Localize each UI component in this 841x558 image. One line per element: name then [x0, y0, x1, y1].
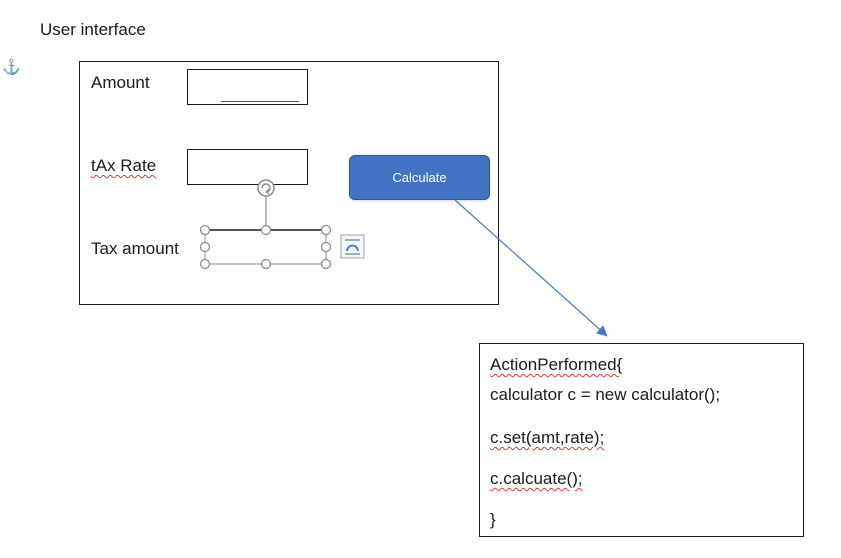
- rotate-handle-icon[interactable]: [257, 179, 275, 197]
- ui-mockup-frame: [79, 61, 499, 305]
- code-line-close-brace: }: [490, 510, 496, 529]
- tax-rate-field[interactable]: [187, 149, 308, 185]
- code-line-set: c.set(amt,rate);: [490, 428, 605, 447]
- code-snippet-box: ActionPerformed{ calculator c = new calc…: [479, 343, 804, 537]
- code-line-calculate: c.calcuate();: [490, 469, 583, 488]
- resize-handles[interactable]: [199, 224, 332, 270]
- code-line-action-performed: ActionPerformed{: [490, 355, 623, 374]
- connector-arrow[interactable]: [454, 199, 608, 337]
- anchor-icon: ⚓: [2, 59, 21, 76]
- calculate-button[interactable]: Calculate: [349, 155, 490, 200]
- code-line-new-calculator: calculator c = new calculator();: [490, 385, 721, 404]
- tax-rate-label: tAx Rate: [91, 156, 157, 175]
- tax-amount-label: Tax amount: [91, 239, 179, 258]
- page-title: User interface: [40, 20, 146, 39]
- field-underline: [221, 101, 299, 102]
- layout-options-icon[interactable]: [340, 234, 365, 259]
- amount-field[interactable]: [187, 69, 308, 105]
- amount-label: Amount: [91, 73, 150, 92]
